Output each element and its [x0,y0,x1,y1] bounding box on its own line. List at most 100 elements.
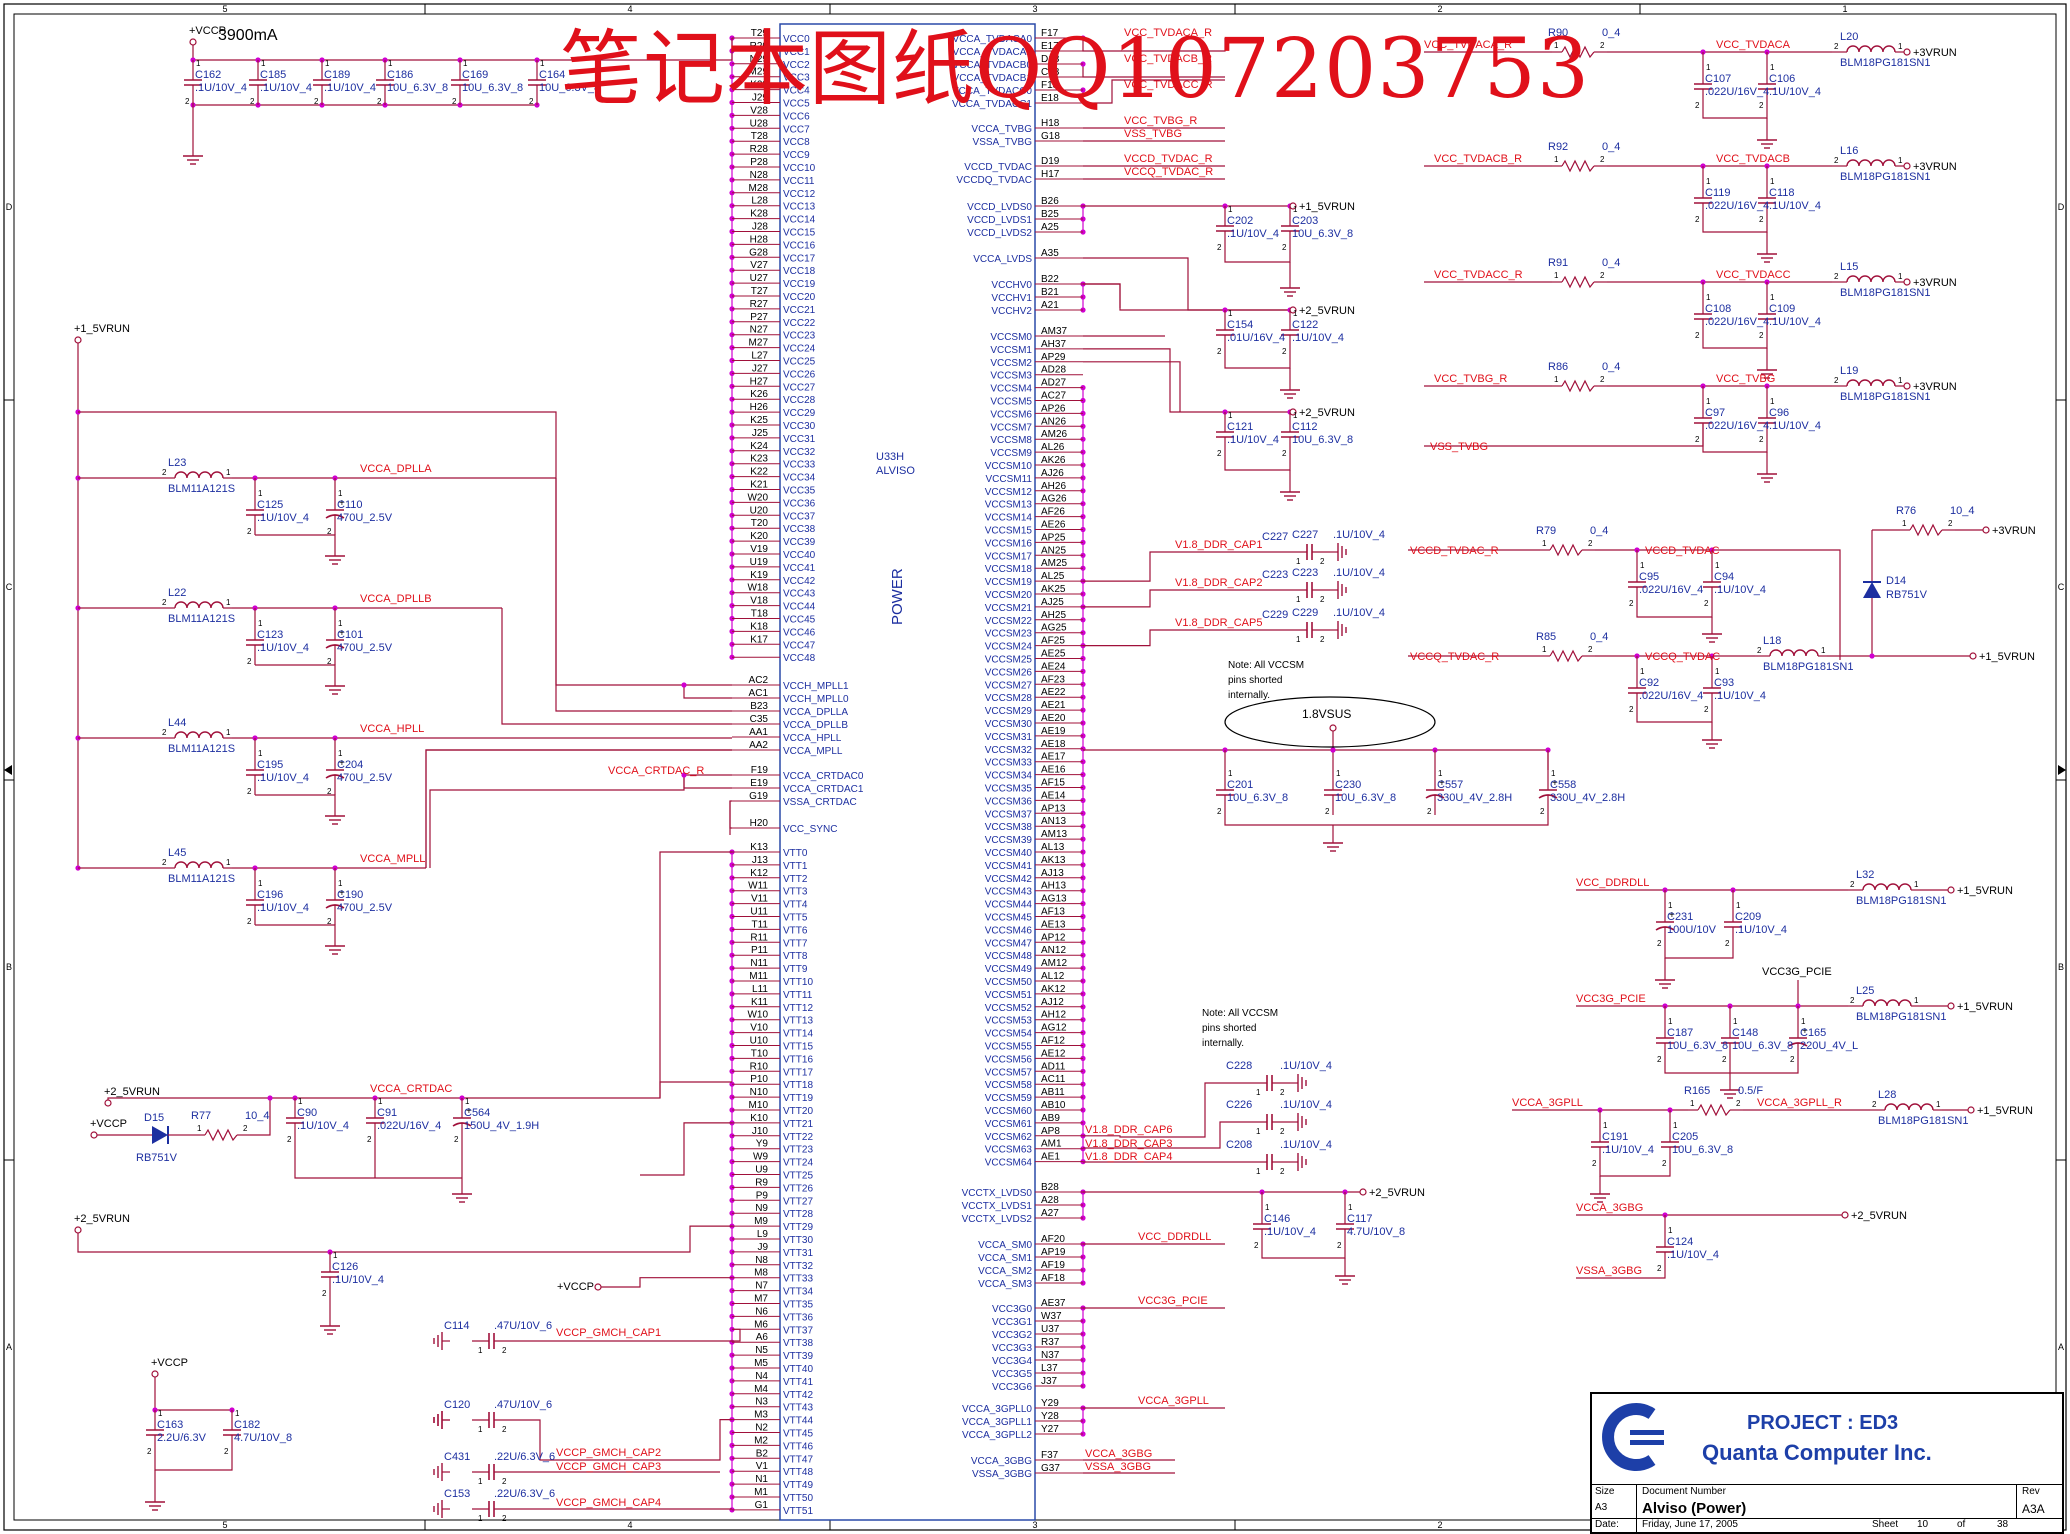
ic-pin-number: AP19 [1041,1247,1066,1258]
ic-block-label: POWER [889,568,906,625]
component-ref: C195 [257,759,283,771]
ic-pin-name: VCCD_LVDS2 [967,228,1032,239]
net-label: VCCA_DPLLB [360,593,432,605]
ic-pin-name: VCCHV2 [991,306,1032,317]
pin-number: 1 [1715,667,1720,676]
net-label: VCCP_GMCH_CAP1 [556,1327,661,1339]
component-ref: L18 [1763,635,1781,647]
ic-pin-number: N9 [755,1203,768,1214]
power-net-label: +1_5VRUN [1957,1001,2013,1013]
pin-number: 2 [287,1135,292,1144]
component-value: 0_4 [1602,257,1620,269]
ic-pin-name: VCCA_TVBG [971,124,1032,135]
pin-number: 1 [1706,177,1711,186]
wire [1082,38,1226,52]
ic-pin-name: VCCDQ_TVDAC [956,175,1032,186]
ic-pin-number: V27 [750,260,768,271]
ic-pin-number: N28 [750,170,769,181]
ic-pin-number: AN12 [1041,945,1066,956]
ic-pin-name: VCC22 [783,318,816,329]
ic-pin-name: VCCA_3GPLL2 [962,1430,1032,1441]
ic-pin-name: VCCSM13 [985,500,1033,511]
ic-pin-number: M11 [749,971,768,982]
power-port-icon [74,1226,82,1234]
ic-pin-number: F18 [1041,80,1059,91]
component-ref: C208 [1226,1139,1252,1151]
wire [1636,713,1713,723]
ic-pin-name: VTT1 [783,861,808,872]
junction-dot [1330,747,1336,753]
pin-number: 1 [1551,769,1556,778]
net-label: VCCQ_TVDAC [1645,651,1720,663]
ic-pin-number: H20 [750,818,769,829]
wire [429,774,732,868]
pin-number: 2 [502,1425,507,1434]
pin-number: 2 [243,1124,248,1133]
ic-pin-name: VTT39 [783,1351,813,1362]
ic-pin-number: AN25 [1041,545,1066,556]
wire [1083,551,1290,582]
component-value: BLM11A121S [168,613,235,625]
ic-pin-number: K13 [750,842,768,853]
net-label: VCC_TVDACB_R [1434,153,1522,165]
ic-pin-name: VTT8 [783,951,808,962]
ic-pin-number: T27 [751,286,769,297]
pin-number: 2 [1948,519,1953,528]
pin-number: 1 [235,1409,240,1418]
ic-pin-name: VCC10 [783,163,816,174]
pin-number: 1 [333,1251,338,1260]
pin-number: 1 [1706,63,1711,72]
ic-pin-name: VTT12 [783,1003,813,1014]
ic-pin-number: AE21 [1041,700,1066,711]
power-net-label: +1_5VRUN [1299,201,1355,213]
ic-pin-number: AD11 [1041,1061,1066,1072]
polarity-mark: + [339,758,345,769]
ic-pin-number: L9 [757,1229,769,1240]
pin-number: 2 [1592,1159,1597,1168]
border-row-label: C [2058,582,2065,592]
power-net-label: VCC3G_PCIE [1762,966,1832,978]
ic-pin-name: VCC_SYNC [783,824,837,835]
ic-pin-name: VTT9 [783,964,808,975]
ic-pin-name: VTT24 [783,1158,813,1169]
polarity-mark: + [339,888,345,899]
ic-pin-name: VCCA_SM2 [978,1266,1032,1277]
component-value: 10U_6.3V_8 [1227,792,1288,804]
pin-number: 1 [1256,1127,1261,1136]
ic-pin-name: VTT6 [783,925,808,936]
pin-number: 2 [1629,705,1634,714]
ic-pin-name: VCCSM50 [985,977,1033,988]
component-value: .1U/10V_4 [257,902,309,914]
note-text: internally. [1202,1038,1244,1049]
ic-pin-name: VCCH_MPLL1 [783,681,849,692]
ic-pin-name: VCCSM3 [990,371,1032,382]
component-value: 10U_6.3V_8 [1292,434,1353,446]
wire [1083,361,1181,412]
component-value: BLM18PG181SN1 [1763,661,1854,673]
pin-number: 1 [540,59,545,68]
wire [1595,549,1841,660]
wire [1083,1121,1250,1149]
ic-pin-name: VCCSM4 [990,384,1032,395]
ic-pin-number: K17 [750,634,768,645]
pin-number: 2 [327,917,332,926]
ic-pin-number: J29 [752,93,769,104]
pin-number: 2 [502,1477,507,1486]
ic-pin-name: VTT23 [783,1145,813,1156]
ic-pin-number: M2 [754,1435,768,1446]
component-ref: C209 [1735,911,1761,923]
component-value: 0_4 [1602,141,1620,153]
ic-pin-number: M29 [749,67,769,78]
component-value: 100U/10V [1667,924,1717,936]
pin-number: 2 [1282,347,1287,356]
ic-pin-number: T11 [752,919,769,930]
pin-number: 1 [1293,411,1298,420]
ic-pin-name: VCCSM24 [985,642,1033,653]
ic-pin-name: VTT50 [783,1493,813,1504]
wire [601,1277,732,1288]
ic-pin-number: AG25 [1041,623,1067,634]
pin-number: 2 [452,97,457,106]
diode-icon [1863,582,1881,598]
wire [255,664,336,678]
ic-pin-name: VCCSM6 [990,409,1032,420]
